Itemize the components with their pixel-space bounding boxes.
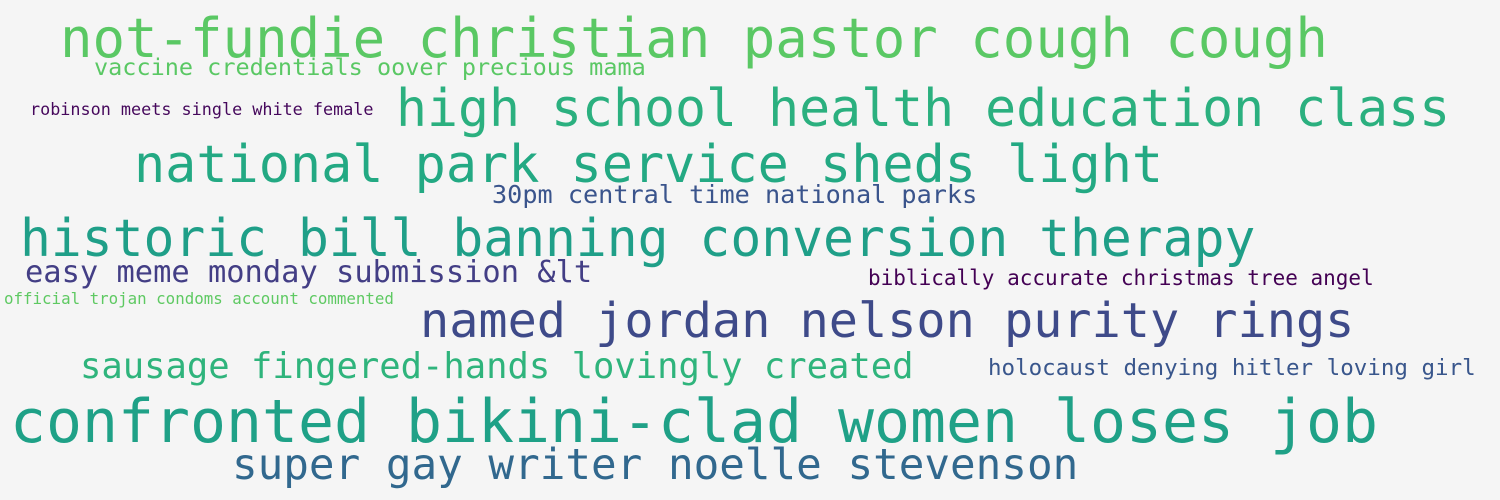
cloud-phrase: confronted bikini-clad women loses job — [10, 387, 1379, 457]
cloud-phrase: 30pm central time national parks — [492, 180, 978, 209]
cloud-phrase: high school health education class — [396, 79, 1451, 139]
cloud-phrase: national park service sheds light — [134, 135, 1164, 195]
cloud-phrase: robinson meets single white female — [30, 99, 374, 119]
cloud-phrase: vaccine credentials oover precious mama — [94, 53, 646, 81]
cloud-phrase: super gay writer noelle stevenson — [232, 440, 1079, 490]
cloud-phrase: holocaust denying hitler loving girl — [988, 355, 1476, 381]
cloud-phrase: named jordan nelson purity rings — [420, 293, 1355, 349]
cloud-phrase: biblically accurate christmas tree angel — [868, 266, 1374, 290]
cloud-phrase: not-fundie christian pastor cough cough — [60, 7, 1328, 70]
cloud-phrase: sausage fingered-hands lovingly created — [80, 346, 914, 387]
cloud-phrase: official trojan condoms account commente… — [4, 289, 394, 308]
cloud-phrase: historic bill banning conversion therapy — [20, 209, 1256, 269]
cloud-phrase: easy meme monday submission &lt — [25, 255, 593, 290]
